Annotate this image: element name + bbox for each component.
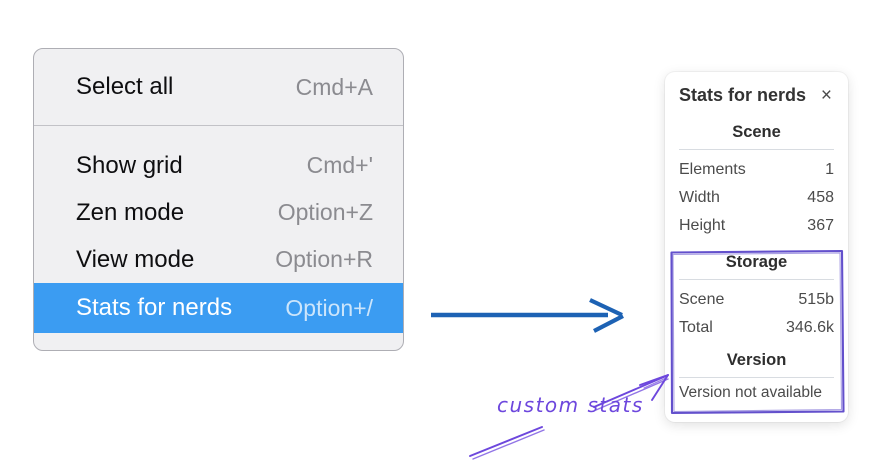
stat-label: Total	[679, 319, 713, 336]
stat-row-scene-size: Scene 515b	[679, 286, 834, 314]
stats-section-version: Version Version not available	[679, 351, 834, 402]
stats-section-storage: Storage Scene 515b Total 346.6k	[679, 253, 834, 342]
menu-section: Show grid Cmd+' Zen mode Option+Z View m…	[34, 126, 403, 333]
menu-item-label: Stats for nerds	[76, 294, 233, 321]
sketch-arrow	[469, 374, 669, 460]
stats-panel-title: Stats for nerds	[679, 85, 807, 105]
stat-value: 1	[825, 161, 834, 178]
close-icon[interactable]: ×	[820, 85, 832, 106]
section-divider	[679, 149, 834, 150]
stat-row-height: Height 367	[679, 212, 834, 240]
menu-item-label: Select all	[76, 73, 174, 100]
stat-value: 346.6k	[785, 319, 834, 336]
stat-row-elements: Elements 1	[679, 156, 834, 184]
menu-item-shortcut: Option+/	[285, 294, 373, 321]
menu-item-shortcut: Cmd+A	[295, 73, 373, 100]
stat-label: Width	[679, 189, 720, 206]
pointer-arrow	[431, 298, 624, 333]
section-divider	[679, 377, 834, 378]
menu-item-zen-mode[interactable]: Zen mode Option+Z	[34, 189, 403, 236]
stat-label: Height	[679, 217, 726, 234]
section-header: Storage	[725, 253, 788, 271]
menu-item-view-mode[interactable]: View mode Option+R	[34, 236, 403, 283]
stat-value: 515b	[798, 291, 834, 308]
menu-divider	[34, 125, 403, 126]
section-header: Version	[726, 351, 787, 369]
menu-item-select-all[interactable]: Select all Cmd+A	[34, 49, 403, 125]
stats-panel-header: Stats for nerds ×	[679, 85, 834, 106]
menu-item-stats-for-nerds[interactable]: Stats for nerds Option+/	[34, 283, 403, 333]
section-header: Scene	[732, 123, 781, 141]
stat-label: Scene	[679, 291, 725, 308]
version-note: Version not available	[679, 384, 823, 401]
stat-row-width: Width 458	[679, 184, 834, 212]
menu-item-shortcut: Option+Z	[277, 199, 373, 225]
stat-value: 367	[807, 217, 834, 234]
menu-item-show-grid[interactable]: Show grid Cmd+'	[34, 142, 403, 189]
custom-stats-annotation: custom stats	[497, 393, 644, 417]
context-menu: Select all Cmd+A Show grid Cmd+' Zen mod…	[33, 48, 404, 351]
stats-section-scene: Scene Elements 1 Width 458 Height 367	[679, 123, 834, 240]
stats-panel: Stats for nerds × Scene Elements 1 Width…	[665, 72, 848, 422]
stat-label: Elements	[679, 161, 746, 178]
menu-item-label: Zen mode	[76, 198, 185, 226]
stat-value: 458	[807, 189, 834, 206]
menu-item-shortcut: Option+R	[275, 246, 373, 272]
section-divider	[679, 279, 834, 280]
stat-row-total-size: Total 346.6k	[679, 314, 834, 342]
menu-item-shortcut: Cmd+'	[306, 152, 373, 178]
menu-item-label: View mode	[76, 245, 195, 273]
menu-item-label: Show grid	[76, 151, 183, 179]
